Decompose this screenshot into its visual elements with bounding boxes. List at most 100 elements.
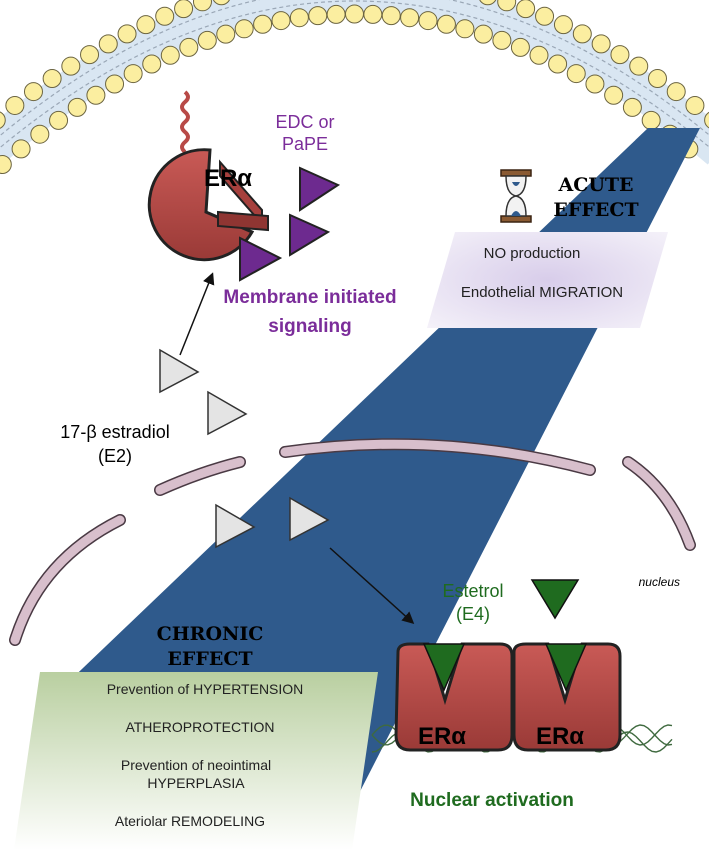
- chronic-title-line1: CHRONIC: [157, 623, 264, 645]
- e2-label-line2: (E2): [98, 446, 132, 466]
- nuclear-receptor-label-1: ERα: [418, 723, 466, 750]
- lipid-head: [548, 54, 568, 74]
- lipid-head: [553, 15, 573, 35]
- arrow-to-nucleus: [329, 547, 415, 625]
- acute-item-2: Endothelial MIGRATION: [461, 284, 623, 301]
- chronic-item-2: ATHEROPROTECTION: [125, 719, 274, 735]
- chronic-item-3: Prevention of neointimal: [121, 757, 271, 773]
- nucleus-label: nucleus: [639, 575, 680, 589]
- chronic-item-4: HYPERPLASIA: [147, 775, 245, 791]
- lipid-head: [105, 74, 125, 94]
- edc-ligands: [239, 166, 341, 282]
- nuclear-receptor-2: ERα: [512, 642, 622, 752]
- lipid-head: [535, 6, 555, 26]
- edc-ligand-2: [289, 213, 331, 257]
- e2-ligand-4: [289, 496, 330, 542]
- lipid-head: [572, 24, 592, 44]
- lipid-head: [529, 45, 549, 65]
- e4-ligand-bound-1: [422, 643, 466, 692]
- lipid-head: [455, 19, 475, 39]
- e2-ligand-3: [215, 503, 256, 549]
- edc-label-line2: PaPE: [282, 134, 328, 154]
- lipid-heads-inner: [0, 4, 699, 174]
- lipid-head: [61, 56, 81, 76]
- lipid-head: [641, 110, 661, 130]
- lipid-head: [516, 0, 536, 19]
- lipid-head: [363, 4, 383, 24]
- lipid-head: [136, 15, 156, 35]
- e4-ligand-free: [530, 579, 580, 620]
- edc-ligand-3: [239, 236, 283, 282]
- lipid-head: [497, 0, 517, 12]
- lipid-head: [123, 64, 143, 84]
- lipid-head: [492, 30, 512, 50]
- lipid-head: [400, 8, 420, 28]
- lipid-head: [5, 95, 25, 115]
- lipid-head: [604, 85, 624, 105]
- receptor-anchor-helix: [180, 90, 190, 154]
- membrane-receptor: ERα: [147, 90, 269, 262]
- chronic-effect-box: Prevention of HYPERTENSION ATHEROPROTECT…: [14, 672, 378, 850]
- nuclear-receptor-label-2: ERα: [536, 723, 584, 750]
- lipid-head: [308, 6, 328, 26]
- lipid-head: [418, 11, 438, 31]
- lipid-head: [234, 19, 254, 39]
- e2-ligands: [159, 348, 330, 549]
- lipid-head: [160, 45, 180, 65]
- cell-membrane: [0, 0, 709, 174]
- lipid-head: [0, 154, 12, 174]
- acute-title-line2: EFFECT: [553, 199, 638, 221]
- e2-ligand-1: [159, 348, 200, 394]
- arrow-to-membrane-receptor: [179, 272, 215, 356]
- acute-item-1: NO production: [484, 245, 581, 262]
- lipid-head: [155, 6, 175, 26]
- lipid-head: [704, 111, 709, 129]
- lipid-head: [436, 14, 456, 34]
- lipid-head: [585, 74, 605, 94]
- lipid-head: [381, 6, 401, 26]
- lipid-head: [42, 68, 62, 88]
- e4-label-line2: (E4): [456, 604, 490, 624]
- chronic-item-1: Prevention of HYPERTENSION: [107, 681, 304, 697]
- lipid-head: [30, 124, 50, 144]
- lipid-head: [289, 8, 309, 28]
- lipid-head: [473, 24, 493, 44]
- nuclear-activation-label: Nuclear activation: [410, 790, 574, 811]
- lipid-head: [98, 34, 118, 54]
- lipid-head: [479, 0, 497, 6]
- hourglass-icon: [500, 169, 532, 223]
- e4-label-line1: Estetrol: [442, 581, 503, 601]
- e2-ligand-2: [207, 390, 248, 436]
- e4-ligand-bound-2: [544, 643, 588, 692]
- lipid-head: [610, 45, 630, 65]
- membrane-receptor-label: ERα: [204, 165, 252, 192]
- e2-label-line1: 17-β estradiol: [60, 422, 169, 442]
- chronic-title-line2: EFFECT: [167, 648, 252, 670]
- lipid-head: [666, 82, 686, 102]
- lipid-head: [212, 0, 230, 6]
- lipid-head: [49, 110, 69, 130]
- lipid-head: [86, 85, 106, 105]
- lipid-head: [253, 14, 273, 34]
- lipid-heads-outer: [0, 0, 709, 129]
- lipid-head: [629, 56, 649, 76]
- chronic-item-5: Ateriolar REMODELING: [115, 813, 265, 829]
- acute-title-line1: ACUTE: [557, 174, 633, 196]
- membrane-signaling-line1: Membrane initiated: [223, 287, 396, 308]
- lipid-head: [510, 37, 530, 57]
- lipid-head: [344, 4, 364, 24]
- lipid-head: [192, 0, 212, 12]
- lipid-head: [326, 4, 346, 24]
- lipid-head: [179, 37, 199, 57]
- lipid-head: [67, 97, 87, 117]
- lipid-head: [80, 45, 100, 65]
- lipid-head: [647, 68, 667, 88]
- membrane-signaling-line2: signaling: [268, 316, 351, 337]
- lipid-head: [566, 64, 586, 84]
- lipid-head: [591, 34, 611, 54]
- edc-label-line1: EDC or: [275, 112, 334, 132]
- lipid-head: [0, 111, 6, 129]
- lipid-head: [174, 0, 194, 19]
